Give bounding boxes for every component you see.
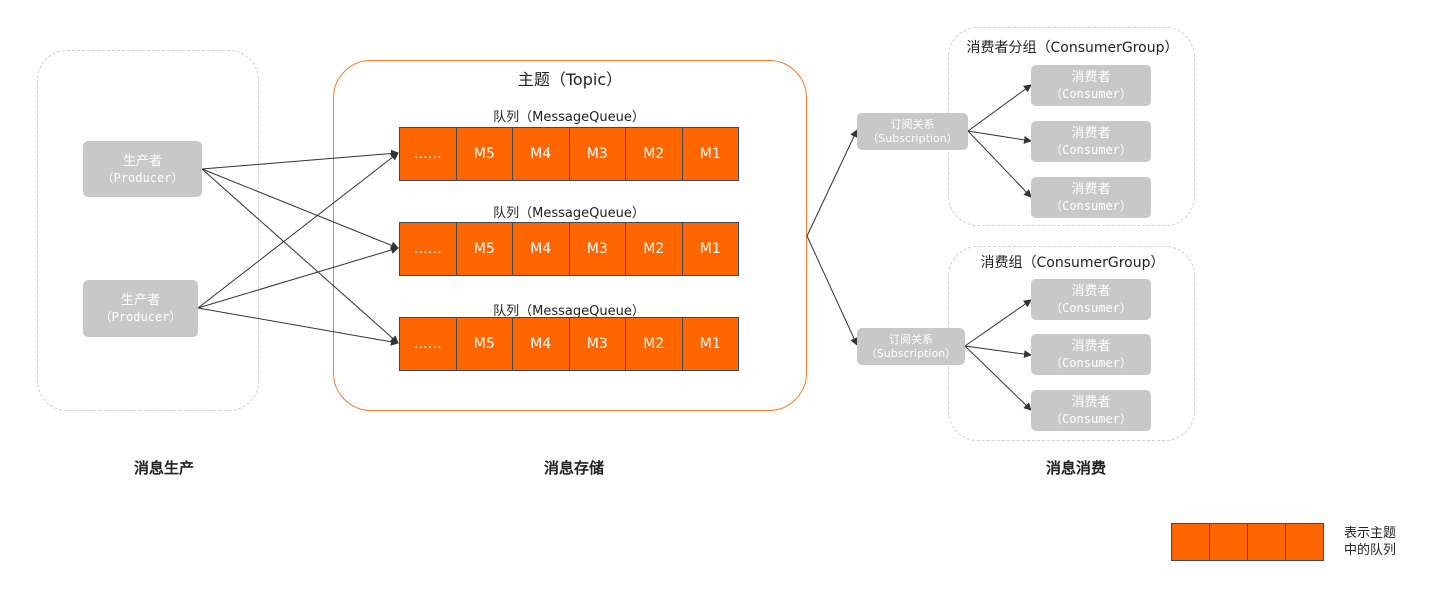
subscription-name: 订阅关系: [890, 117, 935, 131]
consumer-name: 消费者: [1071, 126, 1111, 141]
topic-region: [333, 60, 807, 411]
legend-line-2: 中的队列: [1344, 543, 1397, 558]
arrow-sub2-c2: [964, 345, 1032, 359]
queue-cell: ……: [400, 318, 457, 370]
message-queue-2: …… M5 M4 M3 M2 M1: [399, 222, 739, 276]
consumer-en: （Consumer）: [1050, 412, 1132, 426]
arrow-topic-sub1: [806, 129, 858, 237]
consumer-name: 消费者: [1071, 339, 1111, 354]
producer-name: 生产者: [120, 293, 160, 308]
stage-store-label: 消息存储: [543, 459, 604, 477]
consumer-group-1-title: 消费者分组（ConsumerGroup）: [966, 40, 1179, 56]
consumer-name: 消费者: [1071, 70, 1111, 85]
producer-en: （Producer）: [99, 310, 182, 324]
arrow-sub2-c1: [964, 299, 1032, 347]
arrow-p1-q3: [201, 168, 399, 344]
consumer-name: 消费者: [1071, 182, 1111, 197]
consumer-box: 消费者 （Consumer）: [1031, 279, 1151, 320]
queue-cell: M4: [513, 318, 570, 370]
queue-cell: M3: [569, 223, 626, 275]
consumer-en: （Consumer）: [1050, 143, 1132, 157]
legend-queue-swatch: [1171, 523, 1324, 561]
consumer-box: 消费者 （Consumer）: [1031, 390, 1151, 431]
queue-cell: M4: [513, 223, 570, 275]
consumer-group-2-title: 消费组（ConsumerGroup）: [980, 255, 1165, 271]
consumer-name: 消费者: [1071, 284, 1111, 299]
queue-cell: M1: [682, 128, 738, 180]
queue-cell: M2: [626, 223, 683, 275]
consumer-en: （Consumer）: [1050, 356, 1132, 370]
consumer-en: （Consumer）: [1050, 87, 1132, 101]
topic-title: 主题（Topic）: [517, 70, 623, 89]
subscription-box-1: 订阅关系 （Subscription）: [857, 113, 968, 150]
consumer-box: 消费者 （Consumer）: [1031, 65, 1151, 106]
queue-cell: M5: [456, 128, 513, 180]
legend-text: 表示主题 中的队列: [1344, 525, 1424, 559]
queue-label-1: 队列（MessageQueue）: [493, 110, 645, 125]
queue-cell: M2: [626, 318, 683, 370]
message-queue-3: …… M5 M4 M3 M2 M1: [399, 317, 739, 371]
subscription-name: 订阅关系: [889, 332, 933, 346]
producer-box-1: 生产者 （Producer）: [83, 141, 202, 197]
queue-cell: M3: [569, 318, 626, 370]
queue-label-2: 队列（MessageQueue）: [493, 206, 645, 221]
producer-box-2: 生产者 （Producer）: [83, 280, 198, 337]
queue-cell: ……: [400, 223, 457, 275]
arrow-p2-q1: [197, 152, 399, 309]
legend-line-1: 表示主题: [1344, 526, 1397, 541]
message-queue-1: …… M5 M4 M3 M2 M1: [399, 127, 739, 181]
queue-cell: M2: [626, 128, 683, 180]
subscription-box-2: 订阅关系 （Subscription）: [857, 328, 965, 365]
queue-cell: M5: [456, 223, 513, 275]
queue-cell: M3: [569, 128, 626, 180]
arrow-p1-q2: [201, 168, 399, 250]
stage-produce-label: 消息生产: [133, 459, 194, 477]
producer-en: （Producer）: [101, 170, 184, 185]
arrow-p2-q2: [197, 246, 399, 309]
subscription-en: （Subscription）: [865, 346, 957, 360]
arrow-p1-q1: [201, 149, 399, 170]
consumer-box: 消费者 （Consumer）: [1031, 121, 1151, 162]
queue-cell: M1: [682, 318, 738, 370]
arrow-sub2-c3: [964, 345, 1032, 411]
producer-region: [37, 50, 259, 411]
queue-cell: ……: [400, 128, 457, 180]
subscription-en: （Subscription）: [867, 131, 958, 145]
arrow-sub1-c1: [967, 84, 1032, 132]
queue-label-3: 队列（MessageQueue）: [493, 304, 645, 319]
arrow-sub1-c2: [967, 130, 1032, 144]
stage-consume-label: 消息消费: [1045, 459, 1106, 477]
consumer-name: 消费者: [1071, 395, 1111, 410]
consumer-en: （Consumer）: [1050, 199, 1132, 213]
consumer-en: （Consumer）: [1050, 301, 1132, 315]
arrow-sub1-c3: [967, 130, 1032, 198]
arrow-p2-q3: [197, 307, 399, 346]
arrow-topic-sub2: [806, 235, 858, 346]
producer-name: 生产者: [122, 153, 162, 169]
queue-cell: M5: [456, 318, 513, 370]
consumer-box: 消费者 （Consumer）: [1031, 177, 1151, 218]
queue-cell: M1: [682, 223, 738, 275]
queue-cell: M4: [513, 128, 570, 180]
consumer-box: 消费者 （Consumer）: [1031, 334, 1151, 375]
